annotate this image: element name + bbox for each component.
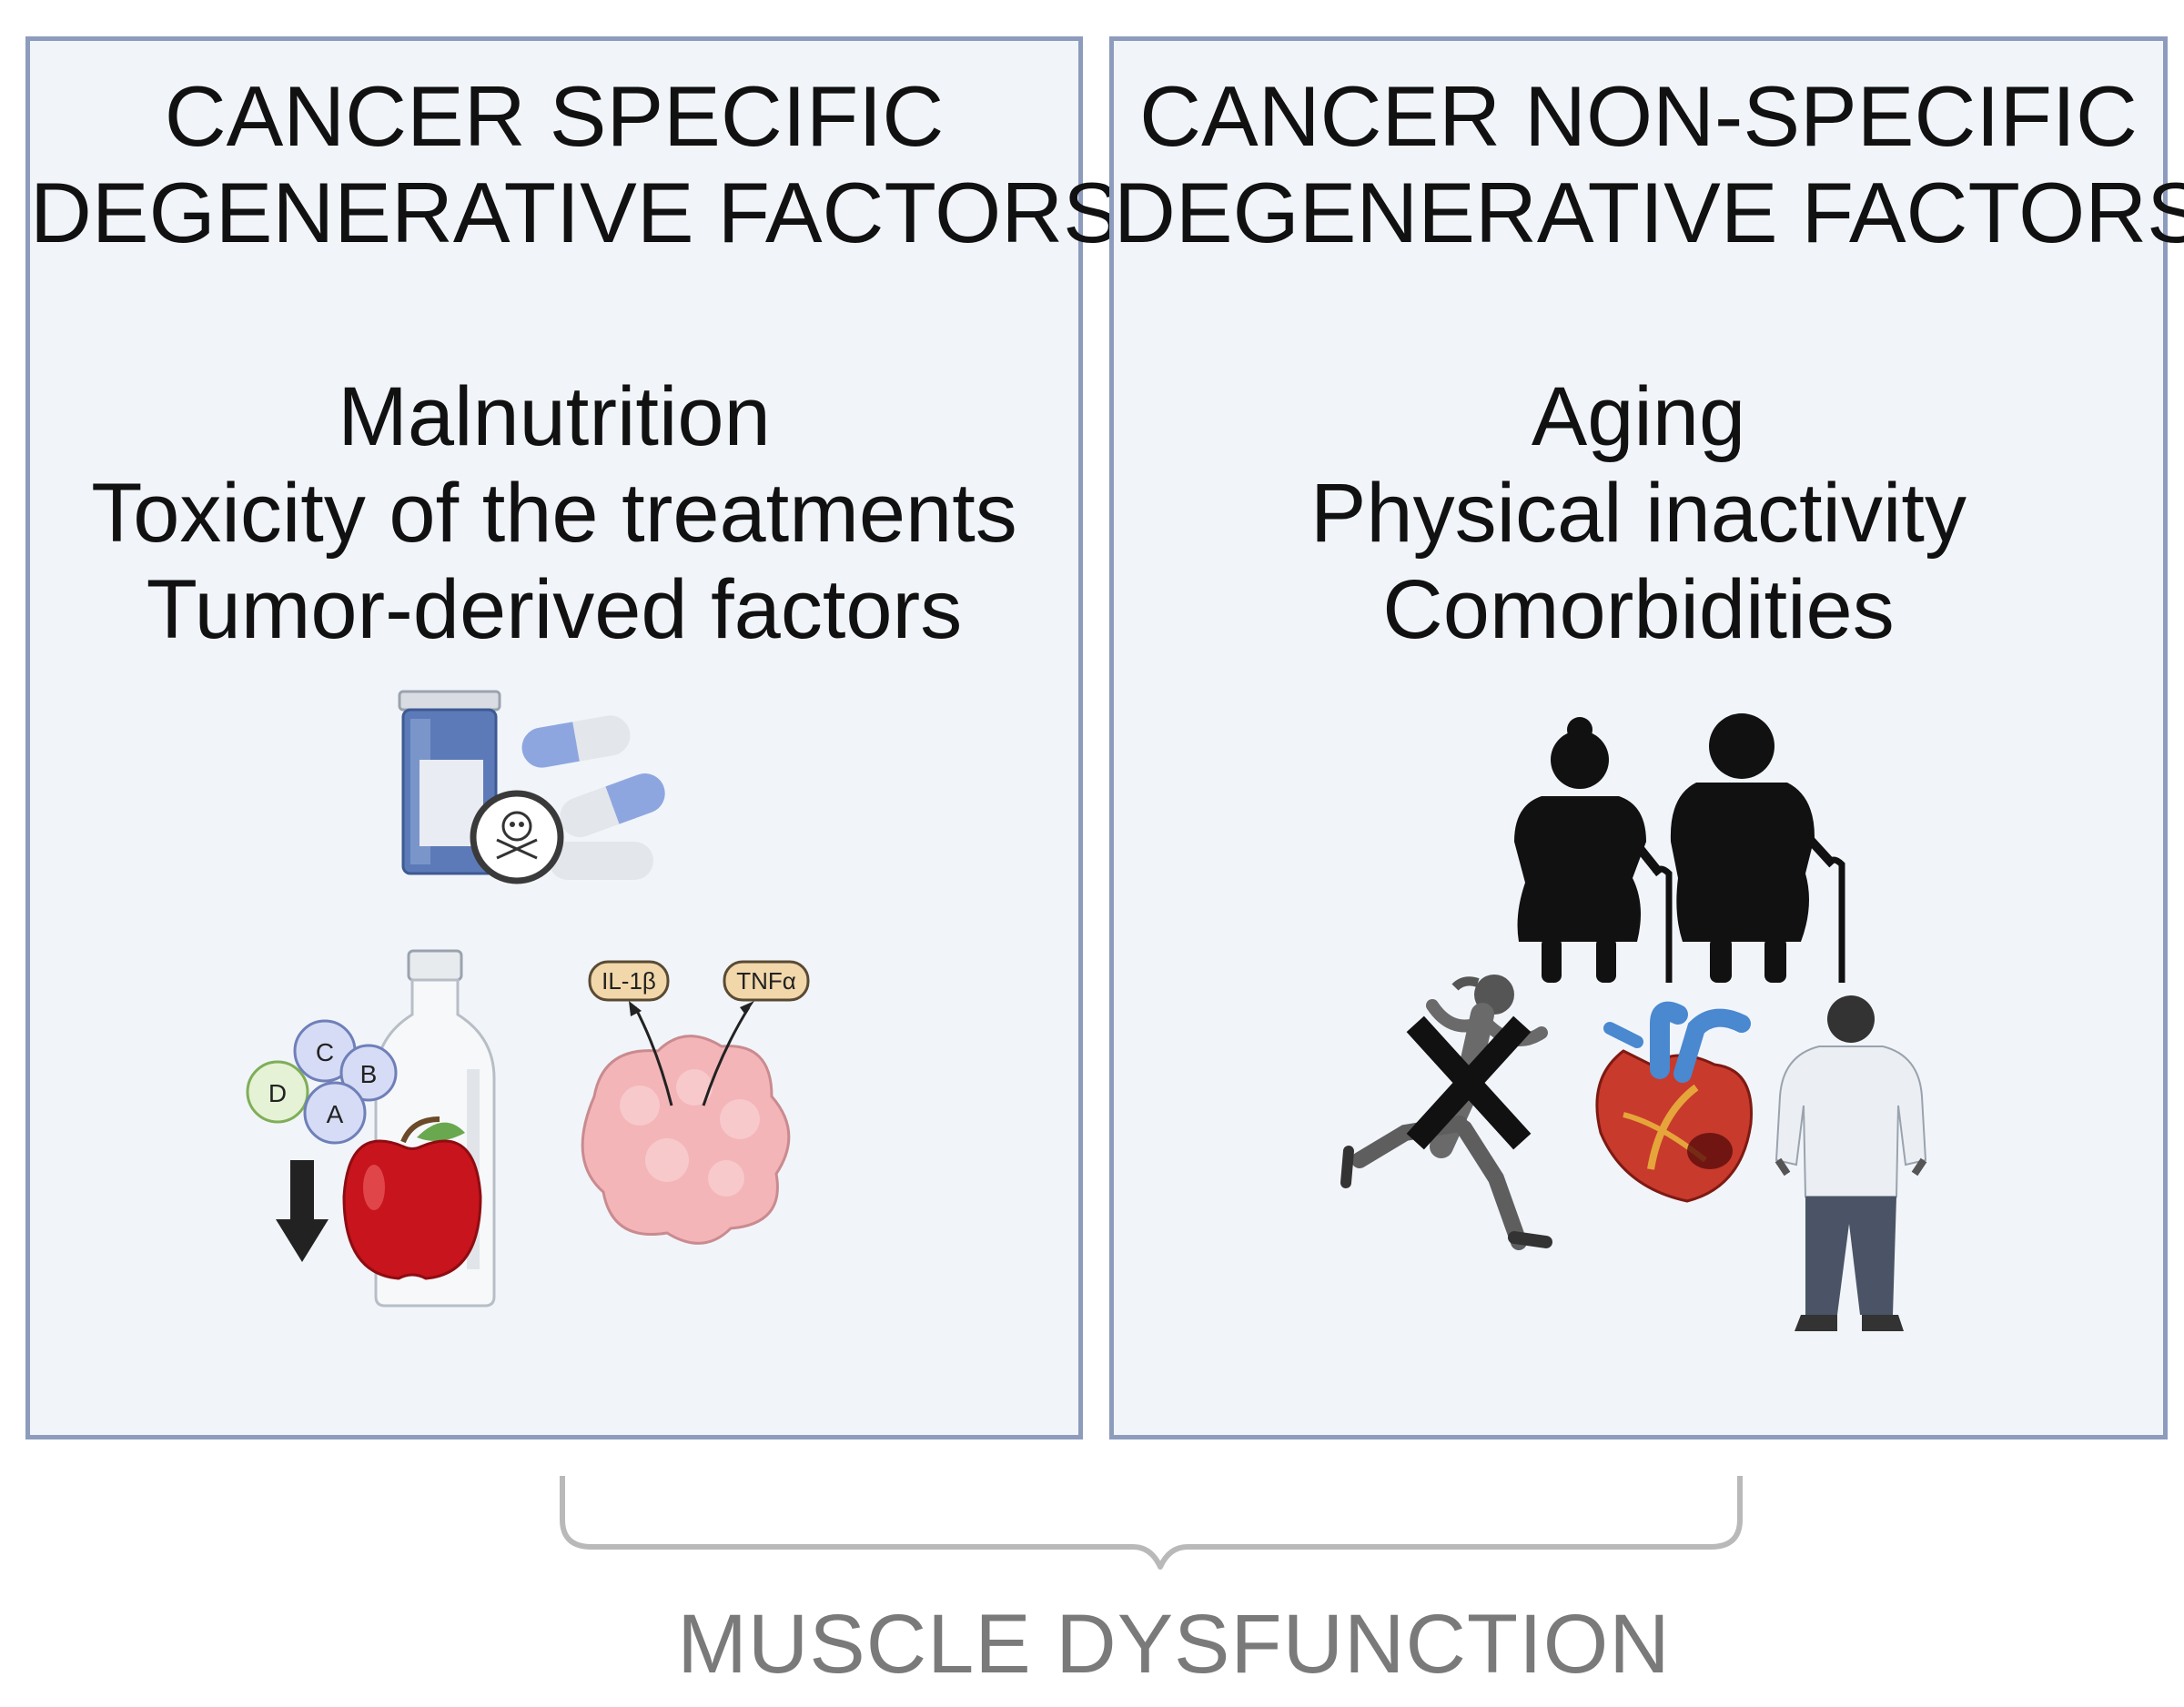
heading-line-1: CANCER NON-SPECIFIC <box>1139 68 2138 164</box>
heading-line-1: CANCER SPECIFIC <box>164 68 945 164</box>
factor-list: Malnutrition Toxicity of the treatments … <box>30 369 1078 658</box>
heading-line-2: DEGENERATIVE FACTORS <box>1114 165 2184 260</box>
right-illustrations <box>1340 713 1927 1331</box>
skull-crossbones-icon <box>470 790 564 884</box>
heading-line-2: DEGENERATIVE FACTORS <box>30 165 1120 260</box>
cross-mark-icon <box>1406 1015 1532 1150</box>
cytokine-il1b-label: IL-1β <box>602 967 656 995</box>
factor-physical-inactivity: Physical inactivity <box>1310 467 1967 560</box>
factor-aging: Aging <box>1531 370 1746 463</box>
elderly-couple-icon <box>1514 713 1845 983</box>
factor-comorbidities: Comorbidities <box>1382 563 1895 656</box>
cytokine-tag-il1b: IL-1β <box>588 960 670 1002</box>
panel-heading: CANCER NON-SPECIFIC DEGENERATIVE FACTORS <box>1114 68 2184 261</box>
heart-icon <box>1595 1001 1753 1203</box>
vitamin-b-label: B <box>360 1060 378 1088</box>
left-illustrations: C B D A IL-1β TNFα <box>246 690 810 1308</box>
obese-person-icon <box>1774 995 1927 1331</box>
factor-toxicity: Toxicity of the treatments <box>91 467 1017 560</box>
panel-cancer-specific: CANCER SPECIFIC DEGENERATIVE FACTORS Mal… <box>25 36 1120 1439</box>
factor-list: Aging Physical inactivity Comorbidities <box>1114 369 2163 658</box>
apple-icon <box>342 1116 482 1280</box>
factor-malnutrition: Malnutrition <box>338 370 771 463</box>
vitamin-a-label: A <box>327 1100 344 1128</box>
cytokine-tnfa-label: TNFα <box>736 967 796 995</box>
vitamin-c-label: C <box>316 1038 334 1066</box>
conclusion-muscle-dysfunction: MUSCLE DYSFUNCTION <box>677 1598 1671 1691</box>
tumor-icon <box>581 1001 791 1245</box>
vitamin-d-label: D <box>268 1079 287 1107</box>
down-arrow-icon <box>276 1160 329 1262</box>
factor-tumor-derived: Tumor-derived factors <box>146 563 963 656</box>
capsule-icon <box>521 715 665 880</box>
cytokine-tag-tnfa: TNFα <box>723 960 810 1002</box>
panel-cancer-non-specific: CANCER NON-SPECIFIC DEGENERATIVE FACTORS… <box>1109 36 2184 1439</box>
panel-heading: CANCER SPECIFIC DEGENERATIVE FACTORS <box>30 68 1120 261</box>
vitamin-bubbles-icon: C B D A <box>246 1019 398 1145</box>
